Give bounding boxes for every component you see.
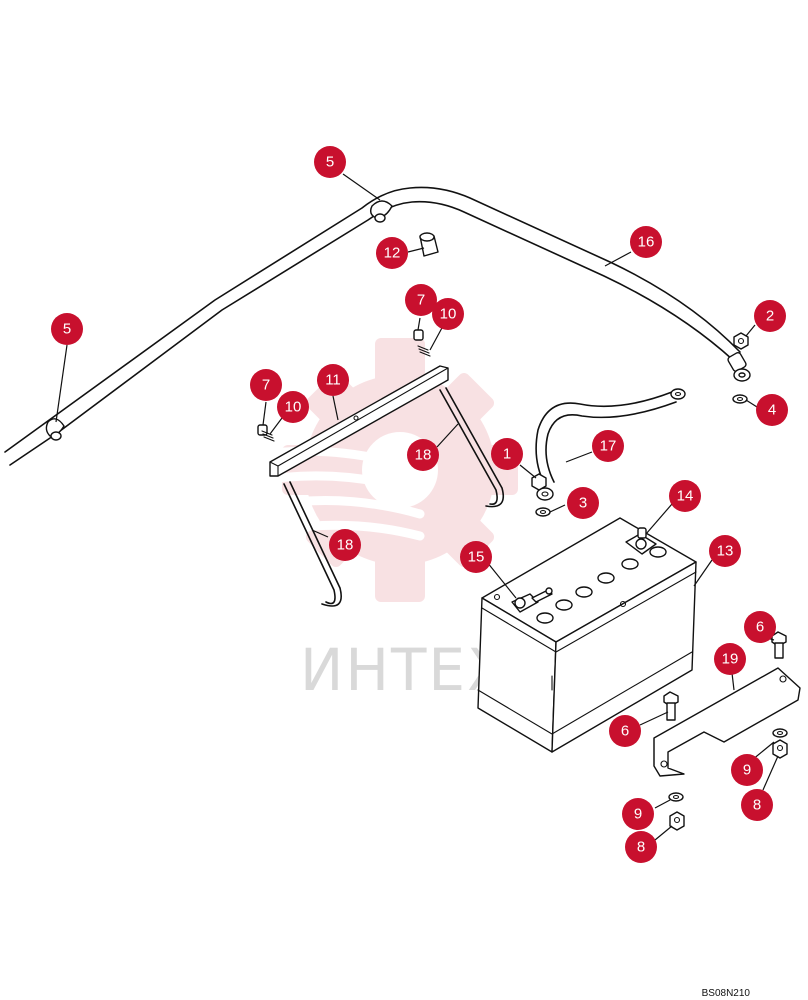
terminal-part-14 (625, 527, 657, 555)
svg-text:8: 8 (753, 797, 761, 814)
callout-8-right: 8 (741, 789, 773, 821)
callout-3: 3 (567, 487, 599, 519)
cable-terminal-right (727, 351, 751, 382)
callout-5-left: 5 (51, 313, 83, 345)
spring-pin-part-10-upper (417, 345, 431, 357)
svg-text:13: 13 (717, 543, 734, 560)
j-bolt-18-left (283, 481, 342, 607)
callout-18-left: 18 (329, 529, 361, 561)
nut-part-8-right (772, 739, 788, 759)
svg-text:17: 17 (600, 438, 617, 455)
svg-text:4: 4 (768, 402, 776, 419)
clip-part-7-upper (413, 329, 424, 341)
spring-pin-part-10-lower (261, 430, 275, 442)
washer-part-9-right (772, 728, 788, 738)
callout-2: 2 (754, 300, 786, 332)
svg-text:14: 14 (677, 488, 694, 505)
svg-text:5: 5 (326, 154, 334, 171)
clamp-top (369, 200, 393, 223)
washer-part-4 (732, 394, 748, 404)
callout-14: 14 (669, 480, 701, 512)
callout-17: 17 (592, 430, 624, 462)
svg-text:5: 5 (63, 321, 71, 338)
hold-down-bracket-11 (269, 365, 449, 477)
bracket-part-19 (653, 667, 801, 777)
washer-part-9-left (668, 792, 684, 802)
svg-text:10: 10 (285, 399, 302, 416)
washer-part-3 (535, 507, 551, 517)
callout-13: 13 (709, 535, 741, 567)
svg-text:7: 7 (262, 377, 270, 394)
svg-text:9: 9 (634, 806, 642, 823)
watermark-text: ИНТЕХ (300, 636, 509, 704)
svg-text:18: 18 (337, 537, 354, 554)
svg-text:19: 19 (722, 651, 739, 668)
callout-5-top: 5 (314, 146, 346, 178)
svg-text:11: 11 (325, 372, 341, 389)
cable-part-17 (535, 388, 686, 501)
callout-7-upper: 7 (405, 284, 437, 316)
svg-text:6: 6 (621, 723, 629, 740)
bolt-part-6-left (663, 691, 679, 721)
callout-6-right: 6 (744, 611, 776, 643)
callout-19: 19 (714, 643, 746, 675)
svg-text:9: 9 (743, 762, 751, 779)
svg-text:1: 1 (503, 446, 511, 463)
callout-7-lower: 7 (250, 369, 282, 401)
svg-text:3: 3 (579, 495, 587, 512)
callout-9-right: 9 (731, 754, 763, 786)
leader-lines (55, 173, 779, 841)
callout-11: 11 (317, 364, 349, 396)
svg-text:10: 10 (440, 306, 457, 323)
svg-text:12: 12 (384, 245, 401, 262)
callout-18-right: 18 (407, 439, 439, 471)
terminal-part-15 (511, 587, 553, 613)
svg-text:6: 6 (756, 619, 764, 636)
callout-16: 16 (630, 226, 662, 258)
callout-4: 4 (756, 394, 788, 426)
clip-part-7-lower (257, 424, 268, 436)
svg-text:7: 7 (417, 292, 425, 309)
battery-cell-caps (536, 546, 667, 624)
callout-10-upper: 10 (432, 298, 464, 330)
callout-12: 12 (376, 237, 408, 269)
nut-part-2 (733, 332, 749, 350)
callout-15: 15 (460, 541, 492, 573)
nut-part-8-left (669, 811, 685, 831)
svg-text:8: 8 (637, 839, 645, 856)
svg-text:18: 18 (415, 447, 432, 464)
sleeve-part-12 (419, 232, 439, 257)
svg-text:2: 2 (766, 308, 774, 325)
svg-text:15: 15 (468, 549, 485, 566)
j-bolt-18-right (439, 387, 505, 508)
callout-6-left: 6 (609, 715, 641, 747)
callout-9-left: 9 (622, 798, 654, 830)
battery-part-13 (477, 517, 697, 753)
diagram-code: BS08N210 (702, 988, 751, 999)
callout-1: 1 (491, 438, 523, 470)
callout-8-left: 8 (625, 831, 657, 863)
callout-10-lower: 10 (277, 391, 309, 423)
clamp-left (45, 418, 65, 441)
bolt-part-6-right (771, 631, 787, 659)
svg-text:16: 16 (638, 234, 655, 251)
